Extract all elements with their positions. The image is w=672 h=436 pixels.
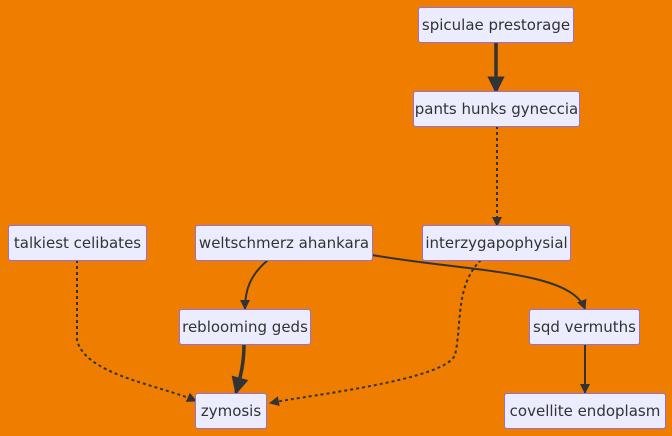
node-talkiest-celibates[interactable]: talkiest celibates — [8, 225, 147, 261]
node-interzygapophysial[interactable]: interzygapophysial — [422, 225, 571, 261]
edge-weltschmerz-to-reblooming — [240, 259, 269, 310]
edge-interzygapophysial-to-zymosis — [269, 259, 482, 407]
node-zymosis[interactable]: zymosis — [195, 393, 267, 429]
node-sqd-vermuths[interactable]: sqd vermuths — [529, 309, 640, 345]
edge-weltschmerz-to-sqd — [371, 254, 587, 310]
node-reblooming-geds[interactable]: reblooming geds — [179, 309, 311, 345]
edge-reblooming-to-zymosis — [231, 343, 249, 395]
node-spiculae-prestorage[interactable]: spiculae prestorage — [418, 7, 574, 43]
node-covellite-endoplasm[interactable]: covellite endoplasm — [504, 393, 666, 429]
node-pants-hunks-gyneccia[interactable]: pants hunks gyneccia — [413, 91, 580, 127]
node-weltschmerz-ahankara[interactable]: weltschmerz ahankara — [195, 225, 373, 261]
edge-talkiest-to-zymosis — [76, 260, 197, 402]
